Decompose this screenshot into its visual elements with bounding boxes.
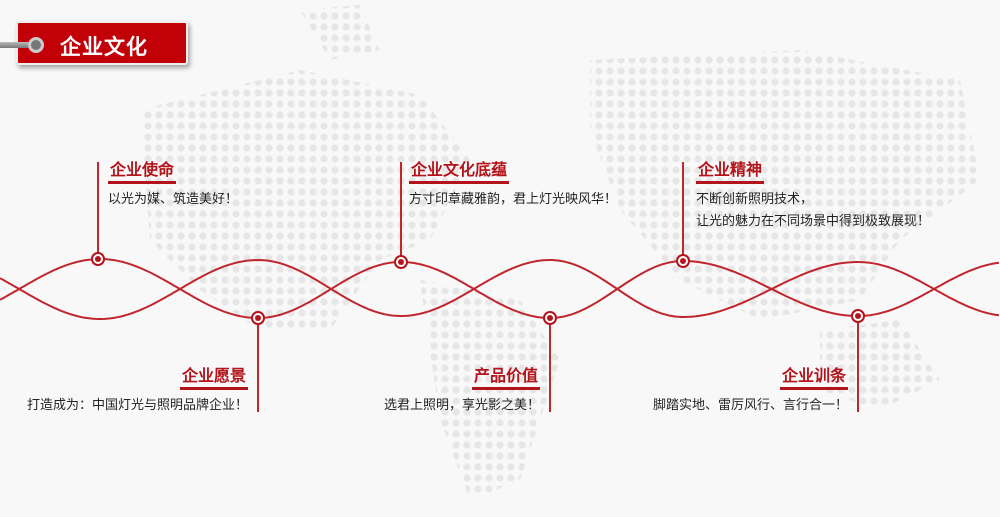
- pin-dot-icon: [547, 315, 553, 321]
- value-text: 选君上照明，享光影之美！: [383, 398, 540, 413]
- spirit-text-1: 不断创新照明技术，: [696, 192, 814, 207]
- pin-dot-icon: [398, 259, 404, 265]
- heritage-block: 企业文化底蕴 方寸印章藏雅韵，君上灯光映风华！: [409, 160, 617, 211]
- mission-text: 以光为媒、筑造美好！: [108, 192, 239, 207]
- vision-block: 企业愿景 打造成为：中国灯光与照明品牌企业！: [27, 366, 248, 417]
- motto-block: 企业训条 脚踏实地、雷厉风行、言行合一！: [653, 366, 848, 417]
- vision-heading: 企业愿景: [179, 366, 248, 390]
- motto-heading: 企业训条: [779, 366, 848, 390]
- heritage-heading: 企业文化底蕴: [409, 160, 510, 184]
- mission-block: 企业使命 以光为媒、筑造美好！: [108, 160, 238, 211]
- motto-text: 脚踏实地、雷厉风行、言行合一！: [652, 398, 848, 413]
- dot-world-map: [140, 5, 980, 500]
- pin-dot-icon: [855, 313, 861, 319]
- rope-icon: [0, 42, 36, 48]
- section-title: 企业文化: [60, 35, 148, 59]
- vision-text: 打造成为：中国灯光与照明品牌企业！: [26, 398, 248, 413]
- spirit-text-2: 让光的魅力在不同场景中得到极致展现！: [696, 214, 931, 229]
- wave-line-b: [0, 258, 1000, 320]
- spirit-block: 企业精神 不断创新照明技术， 让光的魅力在不同场景中得到极致展现！: [696, 160, 930, 233]
- wave-line-a: [0, 258, 1000, 320]
- pin-dot-icon: [95, 256, 101, 262]
- spirit-heading: 企业精神: [696, 160, 765, 184]
- mission-heading: 企业使命: [108, 160, 177, 184]
- section-title-tag: 企业文化: [0, 21, 188, 65]
- value-block: 产品价值 选君上照明，享光影之美！: [384, 366, 540, 417]
- pin-dot-icon: [680, 258, 686, 264]
- heritage-text: 方寸印章藏雅韵，君上灯光映风华！: [409, 192, 618, 207]
- pin-dot-icon: [255, 315, 261, 321]
- value-heading: 产品价值: [471, 366, 540, 390]
- tag-hole-icon: [28, 37, 44, 53]
